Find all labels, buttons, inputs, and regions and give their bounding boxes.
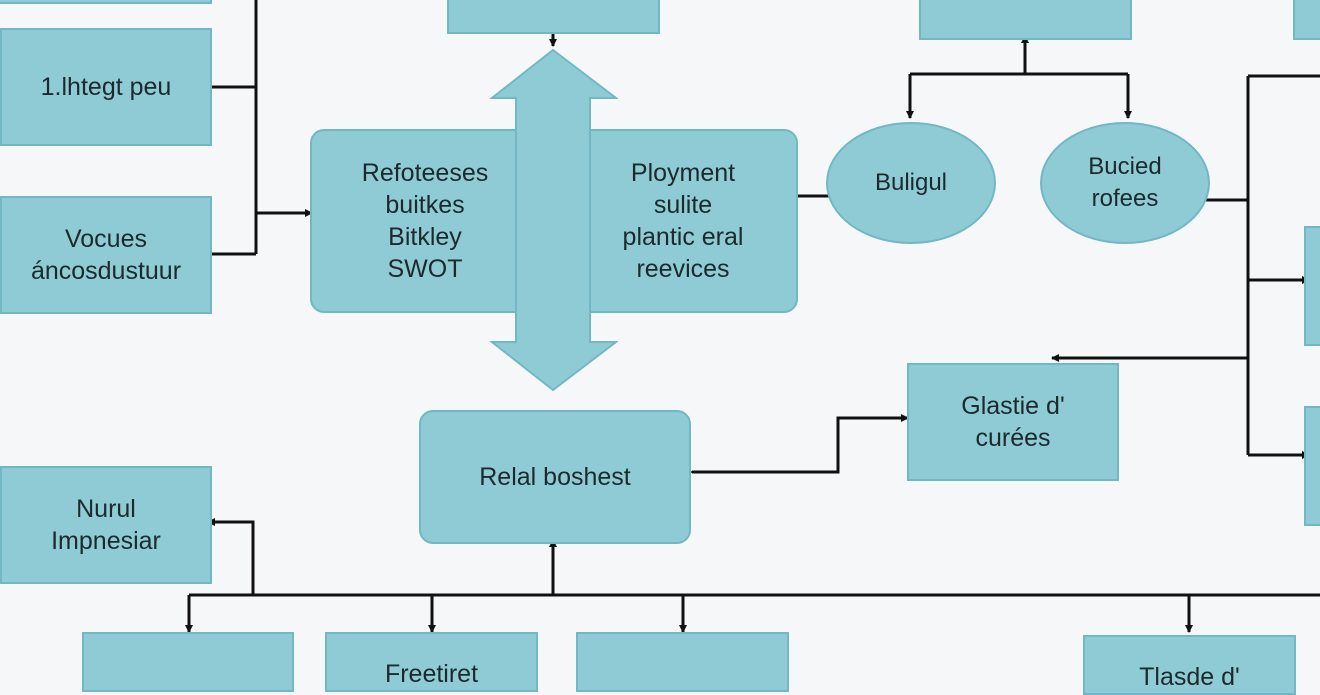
tlasde-label: Tlasde d'	[1139, 663, 1240, 691]
connector-lines	[185, 0, 1320, 633]
freetiret-node: Freetiret	[325, 632, 538, 692]
top-center-box	[447, 0, 660, 34]
glastie-label-1: Glastie d'	[961, 392, 1065, 420]
ployment-label-2: sulite	[653, 191, 713, 219]
refoteeses-label-4: SWOT	[387, 255, 463, 283]
top-right-box	[919, 0, 1132, 40]
bottom-box-3	[576, 632, 789, 692]
voices-node: Vocues áncosdustuur	[0, 196, 212, 314]
refoteeses-label-3: Bitkley	[388, 223, 462, 251]
buligul-label: Buligul	[874, 169, 948, 196]
integest-node: 1.lhtegt peu	[0, 28, 212, 146]
bucied-label-2: rofees	[1091, 185, 1159, 212]
freetiret-label: Freetiret	[384, 660, 479, 688]
glastie-label-2: curées	[975, 424, 1051, 452]
arrow-to-nurul	[207, 518, 255, 595]
bottom-box-1	[82, 632, 294, 692]
bucied-node: Bucied rofees	[1040, 122, 1210, 244]
ployment-label-1: Ployment	[630, 159, 736, 187]
bucied-label-1: Bucied	[1088, 153, 1162, 180]
buligul-node: Buligul	[826, 122, 996, 244]
voices-label-2: áncosdustuur	[30, 257, 182, 285]
tlasde-node: Tlasde d'	[1083, 635, 1296, 695]
top-far-right-box	[1293, 0, 1320, 40]
double-arrow-shape	[490, 48, 618, 392]
ployment-label-4: reevices	[636, 255, 730, 283]
refoteeses-node: Refoteeses buitkes Bitkley SWOT	[310, 129, 540, 313]
refoteeses-label-1: Refoteeses	[361, 159, 489, 187]
right-partial-box-2	[1304, 406, 1320, 526]
integest-label: 1.lhtegt peu	[40, 73, 172, 101]
voices-label-1: Vocues	[64, 225, 147, 253]
relal-glastie-connector	[685, 414, 909, 476]
ployment-node: Ployment sulite plantic eral reevices	[568, 129, 798, 313]
top-left-partial-box	[0, 0, 212, 4]
nurul-label-1: Nurul	[76, 495, 136, 523]
glastie-node: Glastie d' curées	[907, 363, 1119, 481]
right-partial-box-1	[1304, 226, 1320, 346]
ployment-label-3: plantic eral	[622, 223, 744, 251]
nurul-node: Nurul Impnesiar	[0, 466, 212, 584]
relal-label: Relal boshest	[479, 463, 631, 491]
refoteeses-label-2: buitkes	[385, 191, 465, 219]
relal-node: Relal boshest	[419, 410, 691, 544]
nurul-label-2: Impnesiar	[51, 527, 161, 555]
